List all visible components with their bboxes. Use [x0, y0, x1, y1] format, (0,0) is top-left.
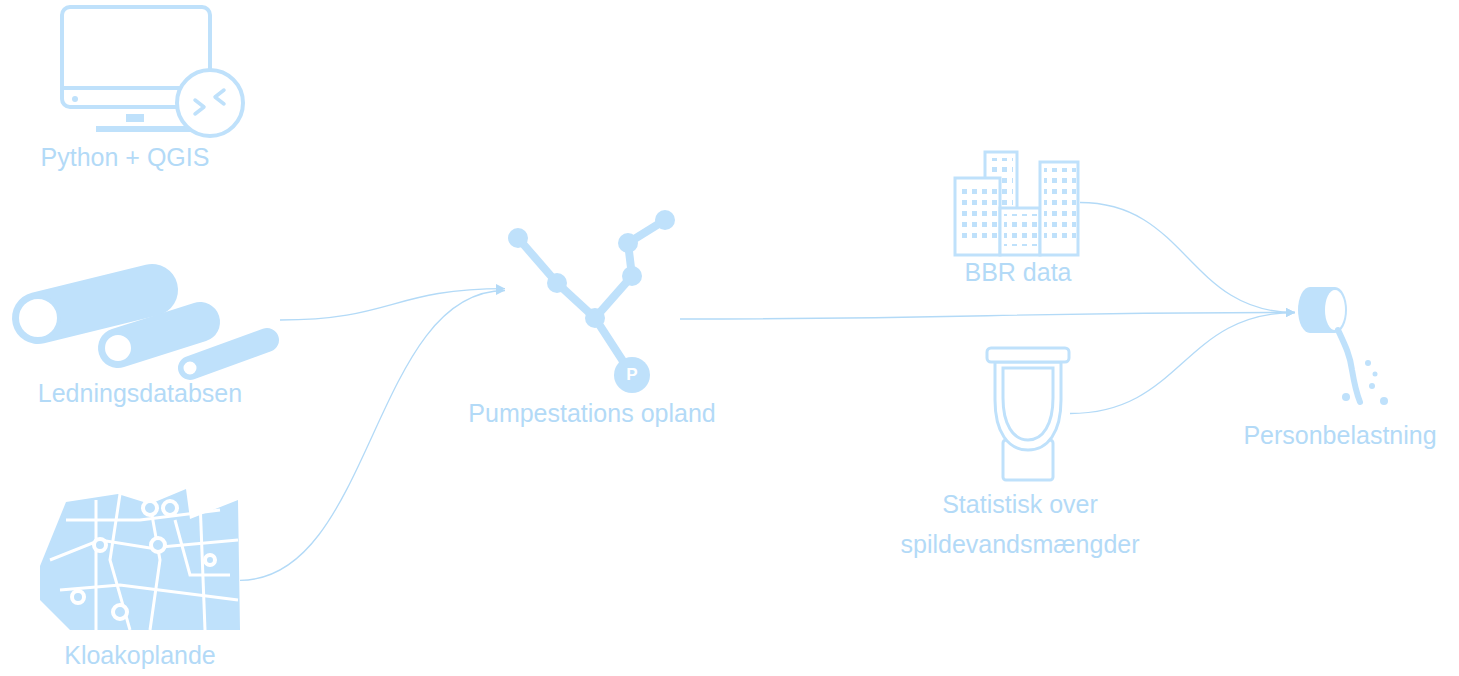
node-label: Personbelastning: [1243, 420, 1436, 450]
flow-connector: [1070, 313, 1295, 414]
icon-node: Ledningsdatabsen: [12, 262, 280, 378]
toilet-icon: [987, 348, 1069, 480]
flow-connector: [1080, 203, 1295, 313]
flow-connector: [240, 291, 505, 581]
node-label: Pumpestations opland: [468, 398, 715, 428]
icon-node: Personbelastning: [1295, 285, 1392, 410]
pump-symbol-letter: P: [626, 365, 637, 385]
pipes-icon: [17, 290, 267, 376]
node-label: BBR data: [964, 257, 1071, 287]
map-icon: [40, 489, 240, 630]
node-label: Kloakoplande: [64, 640, 216, 670]
node-label: Ledningsdatabsen: [38, 378, 242, 408]
icon-node: Pumpestations opland: [505, 205, 680, 395]
monitor-icon: [62, 7, 243, 136]
icon-node: Python + QGIS: [60, 5, 245, 140]
node-label: Statistisk over spildevandsmængder: [855, 484, 1185, 564]
network-icon: [508, 210, 675, 393]
buildings-icon: [955, 152, 1078, 255]
flow-connector: [680, 313, 1295, 320]
icon-node: BBR data: [952, 150, 1080, 255]
flow-connector: [280, 289, 505, 320]
node-label: Python + QGIS: [41, 142, 210, 172]
outlet-icon: [1298, 287, 1388, 405]
icon-node: Kloakoplande: [38, 488, 240, 630]
icon-node: Statistisk over spildevandsmængder: [985, 345, 1070, 482]
